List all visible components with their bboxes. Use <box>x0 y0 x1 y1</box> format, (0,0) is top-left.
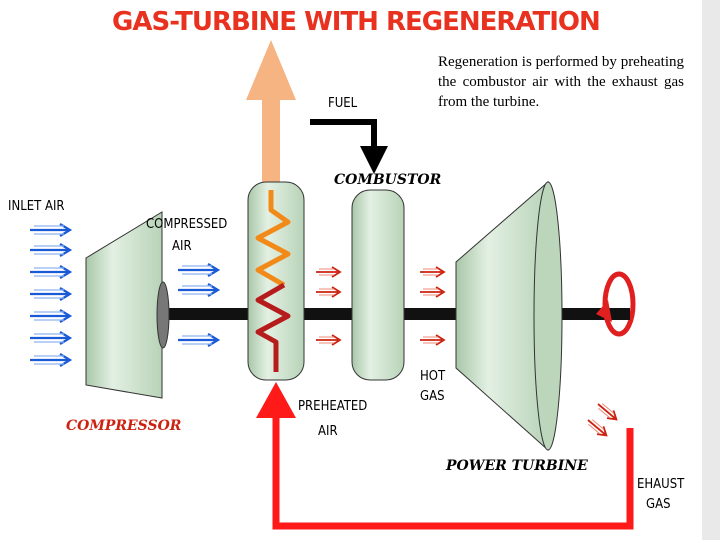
label-exhaust: EHAUST <box>637 477 685 492</box>
label-preheated-air: AIR <box>318 424 338 439</box>
label-compressed: COMPRESSED <box>146 217 227 232</box>
exhaust-up-arrow <box>246 40 296 190</box>
label-hot-gas: GAS <box>420 389 445 404</box>
label-exhaust-gas: GAS <box>646 497 671 512</box>
combustor <box>351 189 405 381</box>
label-hot: HOT <box>420 369 446 384</box>
label-inlet-air: INLET AIR <box>8 199 65 214</box>
regenerator-coil <box>255 190 291 372</box>
rotation-indicator-icon <box>596 271 636 337</box>
exhaust-chevrons <box>583 399 621 441</box>
label-compressed-air: AIR <box>172 239 192 254</box>
label-combustor: COMBUSTOR <box>334 172 441 188</box>
exhaust-return-pipe <box>256 382 634 530</box>
label-preheated: PREHEATED <box>298 399 367 414</box>
description-text: Regeneration is performed by preheating … <box>438 54 684 110</box>
power-turbine-cone <box>455 180 563 452</box>
label-fuel: FUEL <box>328 96 358 111</box>
compressed-air-arrows <box>176 262 220 348</box>
fuel-line-arrow <box>310 119 388 174</box>
inlet-air-arrows <box>28 222 72 368</box>
diagram-title: GAS-TURBINE WITH REGENERATION <box>112 7 600 37</box>
label-compressor: COMPRESSOR <box>66 418 181 434</box>
label-power-turbine: POWER TURBINE <box>445 458 588 474</box>
right-edge-strip <box>702 0 720 540</box>
compressor-cone <box>85 211 170 399</box>
